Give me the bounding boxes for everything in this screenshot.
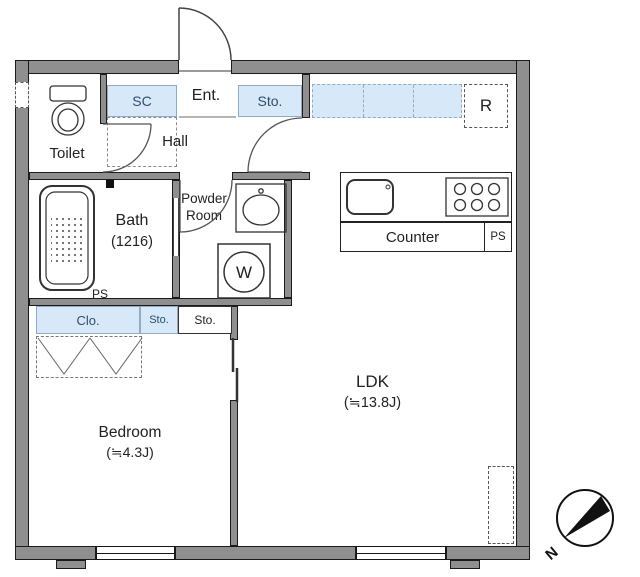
bedroom-storage-a-box: Sto. <box>140 306 178 334</box>
ldk-label: LDK <box>355 372 390 391</box>
compass-north-label: N <box>542 544 561 564</box>
ldk-dashed-space <box>488 466 514 544</box>
refrigerator-label: R <box>479 96 493 115</box>
bath-door-handle <box>106 180 114 188</box>
closet-box: Clo. <box>36 306 140 334</box>
powder-room-label-line2: Room <box>185 207 222 223</box>
wall-bottom-2 <box>175 546 356 560</box>
toilet-wall-window <box>15 82 29 108</box>
powder-ldk-wall <box>284 180 292 298</box>
kitchen-counter-block <box>340 172 512 222</box>
kitchen-pipe-space-label: PS <box>490 231 506 243</box>
shoe-closet-box: SC <box>107 85 177 117</box>
kitchen-upper-cabinets <box>312 84 462 118</box>
toilet-side-wall <box>100 74 107 124</box>
compass: N <box>542 489 614 564</box>
washing-machine-icon <box>217 243 271 299</box>
compass-circle <box>556 489 614 547</box>
sliding-door-symbol <box>231 338 239 402</box>
wall-bottom-1 <box>15 546 96 560</box>
bedroom-storage-a-label: Sto. <box>149 314 169 326</box>
cabinet-divider <box>413 85 414 117</box>
entrance-storage-box: Sto. <box>238 85 302 117</box>
bedroom-size-label: (≒4.3J) <box>106 444 154 460</box>
closet-label: Clo. <box>76 312 100 328</box>
entrance-label: Ent. <box>191 87 221 104</box>
bedroom-storage-b-label: Sto. <box>194 313 216 327</box>
washer-label: W <box>236 263 252 282</box>
bedroom-label: Bedroom <box>98 424 162 441</box>
counter-label: Counter <box>385 228 440 246</box>
bedroom-window <box>96 546 175 560</box>
hall-south-wall-right <box>232 172 310 180</box>
ldk-window <box>356 546 446 560</box>
refrigerator-space: R <box>464 84 508 128</box>
north-arrow-icon <box>564 496 610 538</box>
bathtub-icon <box>39 185 95 291</box>
bedroom-ldk-wall-lower <box>230 400 238 546</box>
wall-right <box>516 60 530 560</box>
bath-label: Bath <box>115 212 149 229</box>
toilet-icon <box>49 85 87 136</box>
wall-stub-right <box>450 560 480 569</box>
hall-south-wall-left <box>29 172 180 180</box>
kitchen-pipe-space-box: PS <box>484 223 511 251</box>
cabinet-divider <box>363 85 364 117</box>
bath-pipe-space-label: PS <box>91 287 108 301</box>
entrance-step-line <box>179 116 236 118</box>
shoe-closet-label: SC <box>132 93 152 109</box>
wall-stub-left <box>56 560 86 569</box>
hall-label: Hall <box>162 133 188 150</box>
toilet-label: Toilet <box>49 145 85 162</box>
wall-top-left <box>15 60 179 74</box>
entrance-storage-label: Sto. <box>257 93 283 109</box>
wall-top-right <box>231 60 530 74</box>
wall-left <box>15 60 29 560</box>
kitchen-entry-wall <box>302 74 310 118</box>
powder-room-label-line1: Powder <box>181 191 227 206</box>
kitchen-counter-bar: Counter PS <box>340 222 512 252</box>
bedroom-storage-b-box: Sto. <box>178 306 232 334</box>
wall-bottom-3 <box>446 546 530 560</box>
powder-room-label: Powder Room <box>172 191 236 225</box>
entrance-door-swing <box>178 7 232 61</box>
bath-size-label: (1216) <box>111 234 153 250</box>
kitchen-door-swing <box>247 117 303 173</box>
mid-horizontal-wall <box>29 298 292 306</box>
bath-door <box>173 198 179 256</box>
entrance-threshold <box>179 70 231 72</box>
vanity-sink-icon <box>235 183 287 233</box>
closet-clearance-dashed <box>36 336 142 378</box>
ldk-size-label: (≒13.8J) <box>343 395 402 411</box>
